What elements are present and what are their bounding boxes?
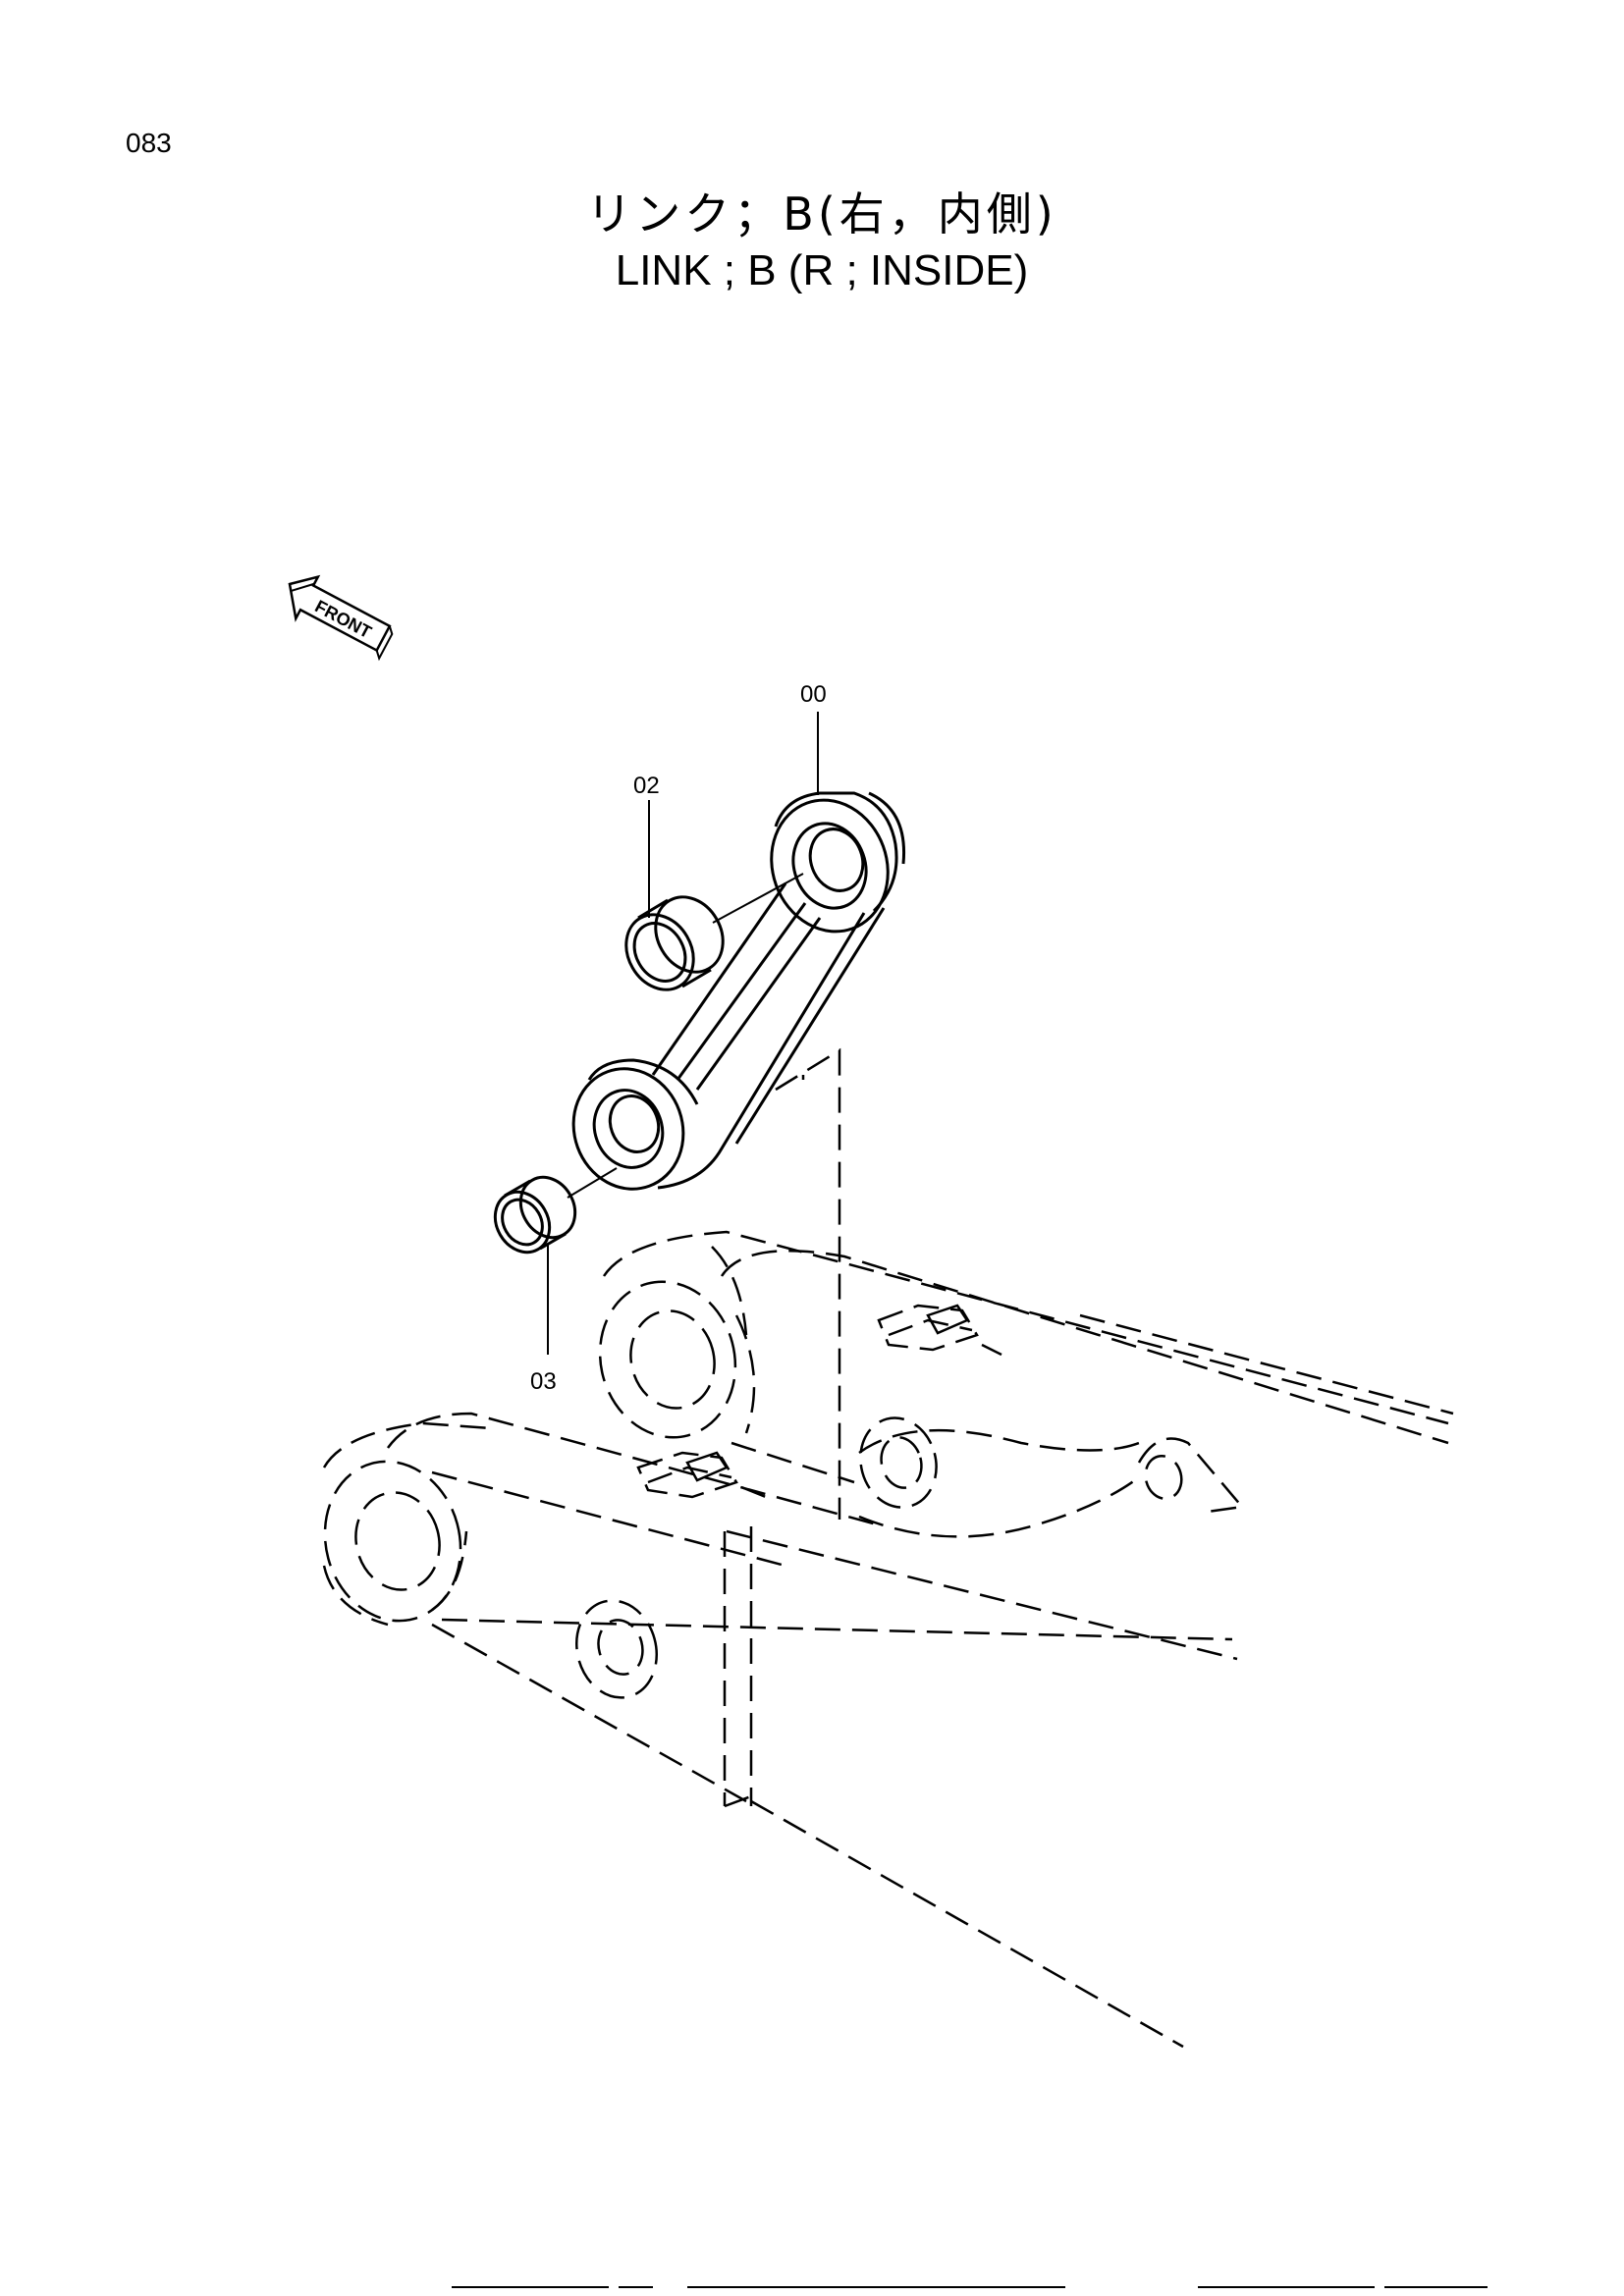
front-label: FRONT: [312, 596, 375, 642]
page-number: 083: [126, 128, 172, 158]
bracket-pads: [685, 1304, 969, 1482]
callout-02: 02: [633, 773, 660, 799]
callout-03: 03: [530, 1368, 557, 1395]
page-title: リンク；B(右，内側) LINK ; B (R ; INSIDE): [0, 187, 1624, 298]
callout-leaders: [547, 712, 819, 1355]
link-part: [571, 791, 906, 1191]
bushing-lower-part: [493, 1167, 618, 1255]
front-arrow-icon: FRONT: [288, 574, 394, 662]
title-english: LINK ; B (R ; INSIDE): [615, 246, 1029, 294]
bushing-upper-part: [624, 873, 804, 991]
title-japanese: リンク；B(右，内側): [586, 187, 1057, 240]
boom-phantom-outline: [322, 1047, 1454, 2049]
callout-00: 00: [800, 681, 827, 708]
